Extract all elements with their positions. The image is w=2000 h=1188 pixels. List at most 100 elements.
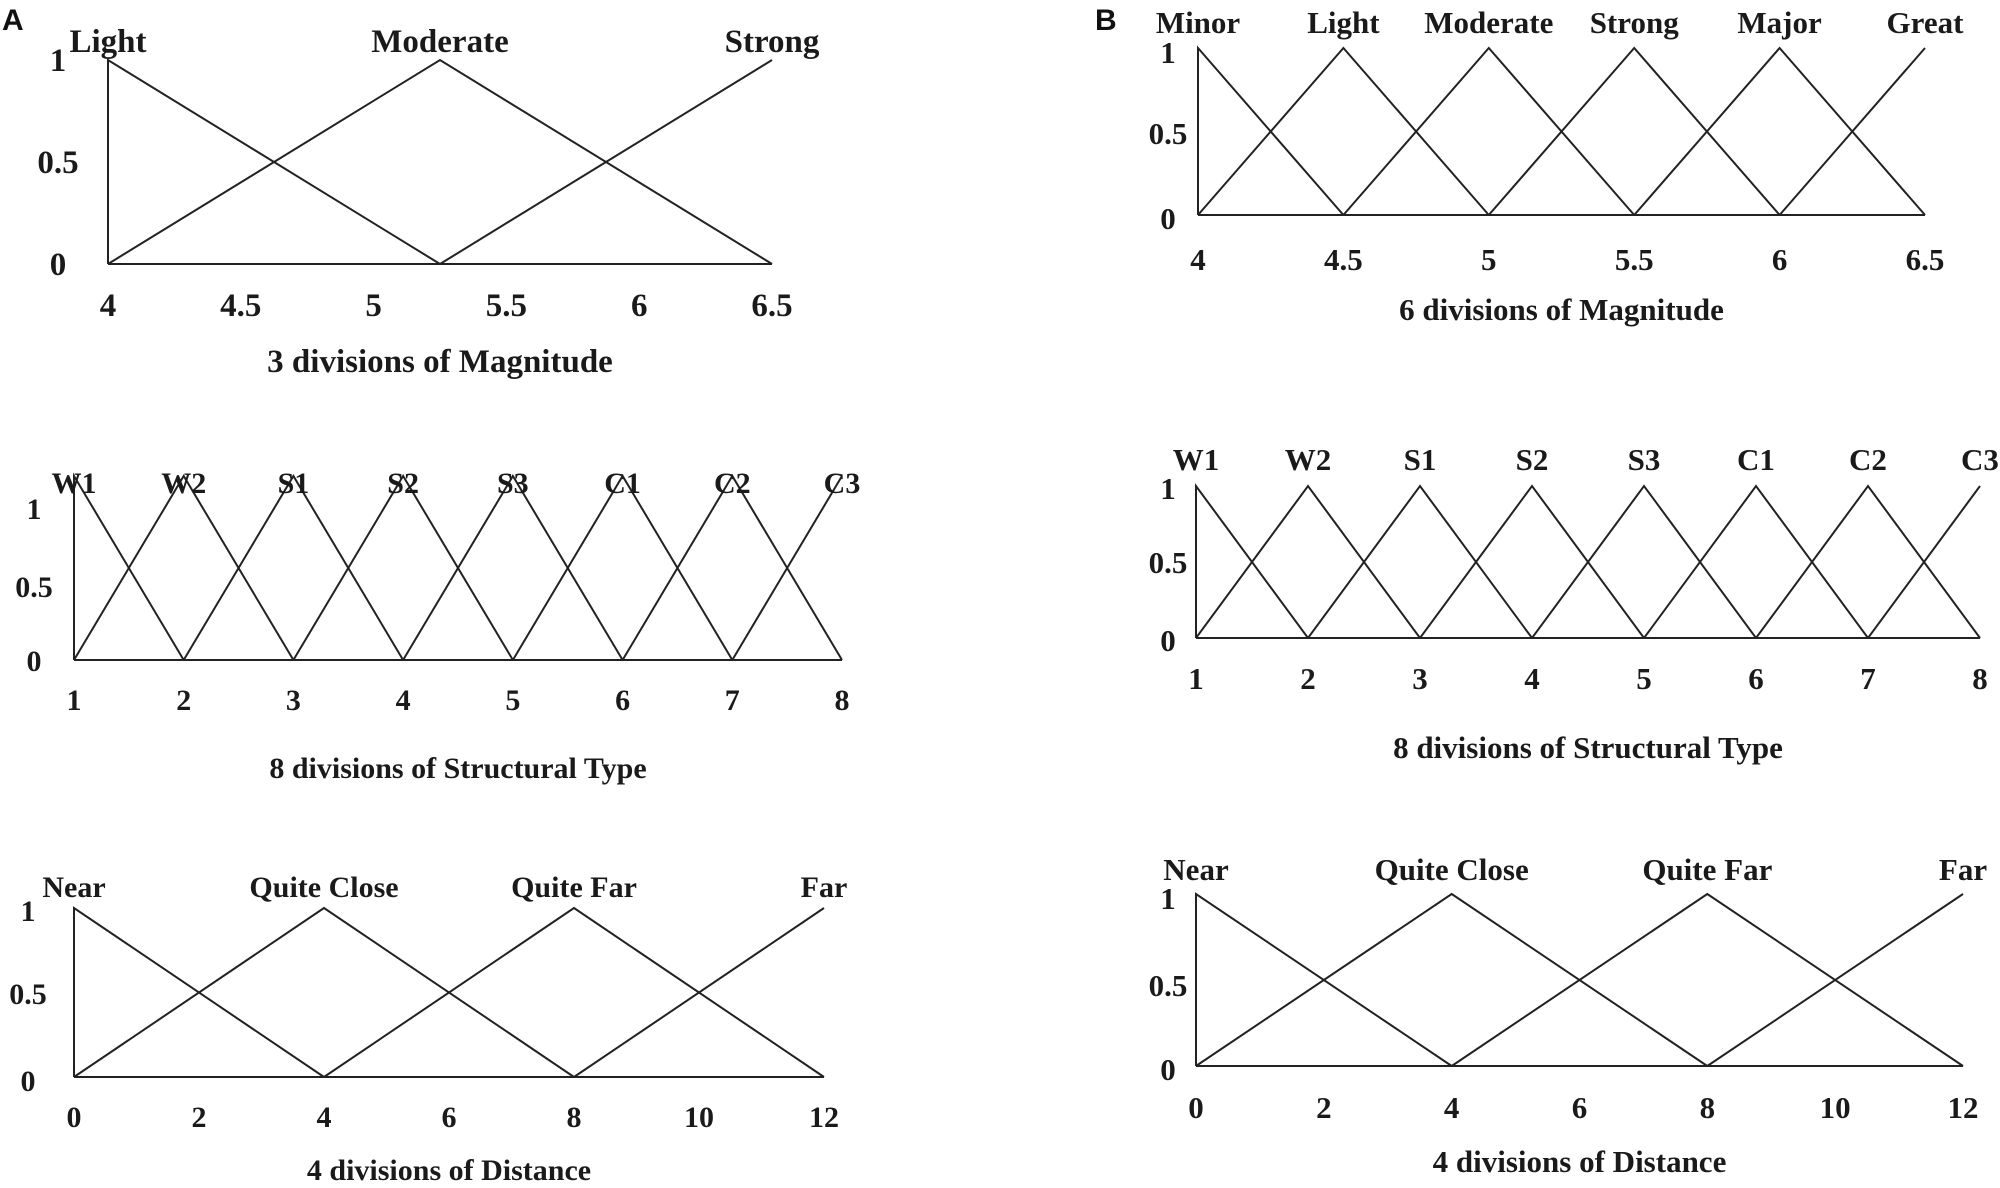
- x-tick-label: 7: [1860, 661, 1876, 696]
- series-label: S1: [278, 467, 310, 500]
- panel-label-b: B: [1095, 4, 1117, 37]
- x-tick-label: 4: [1444, 1090, 1460, 1125]
- x-tick-label: 6.5: [1906, 242, 1945, 277]
- y-tick-label: 0: [1160, 201, 1176, 236]
- y-tick-label: 0.5: [1149, 968, 1188, 1003]
- membership-line-3: [323, 906, 825, 1078]
- series-label: Near: [42, 871, 105, 904]
- x-tick-label: 1: [1188, 661, 1204, 696]
- x-tick-label: 5: [1481, 242, 1497, 277]
- y-tick-label: 0.5: [1149, 116, 1188, 151]
- x-tick-label: 3: [286, 684, 301, 717]
- membership-line-5: [402, 474, 624, 661]
- y-tick-label: 0: [21, 1065, 36, 1098]
- x-tick-label: 6: [615, 684, 630, 717]
- y-tick-label: 1: [50, 43, 67, 79]
- x-axis-label: 8 divisions of Structural Type: [1393, 730, 1783, 765]
- y-tick-label: 0.5: [15, 571, 53, 604]
- membership-line-5: [1531, 484, 1757, 639]
- membership-line-2: [107, 58, 773, 265]
- x-tick-label: 6: [442, 1101, 457, 1134]
- y-tick-label: 0: [1160, 1052, 1176, 1087]
- x-tick-label: 2: [176, 684, 191, 717]
- series-label: Great: [1887, 5, 1965, 40]
- membership-line-6: [512, 474, 734, 661]
- membership-line-2: [1195, 892, 1708, 1067]
- membership-line-6: [1778, 47, 1926, 216]
- membership-line-1: [1197, 45, 1345, 216]
- y-tick-label: 0: [1160, 623, 1176, 658]
- panel-label-a: A: [2, 4, 24, 37]
- x-tick-label: 4: [317, 1101, 332, 1134]
- membership-line-1: [107, 58, 441, 265]
- series-label: S2: [1516, 442, 1549, 477]
- membership-line-2: [1195, 484, 1421, 639]
- membership-line-2: [73, 906, 575, 1078]
- series-label: Far: [801, 871, 848, 904]
- x-tick-label: 5.5: [1615, 242, 1654, 277]
- x-axis-label: 3 divisions of Magnitude: [267, 344, 613, 380]
- x-tick-label: 2: [1300, 661, 1316, 696]
- membership-line-2: [1197, 46, 1490, 216]
- x-tick-label: 4: [396, 684, 411, 717]
- x-tick-label: 6: [1772, 242, 1788, 277]
- x-tick-label: 5: [505, 684, 520, 717]
- x-tick-label: 4: [1524, 661, 1540, 696]
- x-tick-label: 10: [684, 1101, 714, 1134]
- series-label: S3: [497, 467, 529, 500]
- x-tick-label: 12: [1948, 1090, 1979, 1125]
- membership-line-4: [1488, 46, 1781, 216]
- series-label: Moderate: [371, 24, 508, 60]
- x-tick-label: 7: [725, 684, 740, 717]
- series-label: Quite Far: [511, 871, 637, 904]
- x-tick-label: 4.5: [1324, 242, 1363, 277]
- x-tick-label: 6: [1572, 1090, 1588, 1125]
- membership-line-1: [1195, 892, 1453, 1067]
- x-tick-label: 6.5: [751, 288, 792, 324]
- series-label: W1: [52, 467, 97, 500]
- series-label: Moderate: [1424, 5, 1553, 40]
- x-tick-label: 8: [835, 684, 850, 717]
- x-axis-label: 4 divisions of Distance: [1433, 1144, 1727, 1179]
- y-tick-label: 0.5: [9, 978, 47, 1011]
- x-tick-label: 6: [1748, 661, 1764, 696]
- series-label: Strong: [725, 24, 820, 60]
- x-tick-label: 4.5: [220, 288, 261, 324]
- x-tick-label: 2: [192, 1101, 207, 1134]
- series-label: C3: [1961, 442, 1999, 477]
- x-tick-label: 8: [1972, 661, 1988, 696]
- x-tick-label: 3: [1412, 661, 1428, 696]
- y-tick-label: 1: [1160, 881, 1176, 916]
- x-tick-label: 10: [1820, 1090, 1851, 1125]
- x-tick-label: 5: [365, 288, 382, 324]
- series-label: S3: [1628, 442, 1661, 477]
- series-label: W2: [161, 467, 206, 500]
- membership-line-5: [1633, 46, 1926, 216]
- x-tick-label: 5.5: [486, 288, 527, 324]
- x-tick-label: 4: [1190, 242, 1206, 277]
- series-label: Far: [1939, 852, 1987, 887]
- series-label: S2: [387, 467, 419, 500]
- y-tick-label: 1: [21, 895, 36, 928]
- x-tick-label: 1: [67, 684, 82, 717]
- membership-line-4: [1706, 893, 1964, 1067]
- x-tick-label: 2: [1316, 1090, 1332, 1125]
- x-tick-label: 8: [1700, 1090, 1716, 1125]
- series-label: C3: [824, 467, 861, 500]
- series-label: Light: [1307, 5, 1380, 40]
- series-label: S1: [1404, 442, 1437, 477]
- y-tick-label: 1: [1160, 471, 1176, 506]
- membership-line-1: [73, 472, 185, 661]
- y-tick-label: 0.5: [37, 145, 78, 181]
- membership-line-7: [621, 474, 843, 661]
- series-label: Near: [1163, 852, 1229, 887]
- series-label: Quite Far: [1642, 852, 1772, 887]
- x-tick-label: 12: [809, 1101, 839, 1134]
- membership-line-3: [182, 474, 404, 661]
- series-label: C1: [1737, 442, 1775, 477]
